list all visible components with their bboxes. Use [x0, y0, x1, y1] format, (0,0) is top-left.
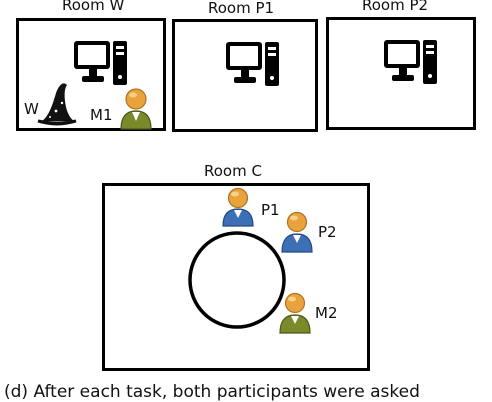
m2-label: M2: [315, 304, 338, 322]
computer-icon: [384, 40, 437, 84]
person-icon: [279, 292, 311, 334]
p1-label: P1: [261, 201, 280, 219]
room-w: W M1: [16, 18, 166, 131]
figure-caption: (d) After each task, both participants w…: [4, 382, 420, 402]
person-icon: [120, 88, 152, 130]
room-w-label: Room W: [62, 0, 125, 14]
room-p1-label: Room P1: [208, 0, 275, 17]
wizard-hat-icon: [37, 83, 77, 126]
table-icon: [188, 231, 286, 329]
computer-icon: [226, 42, 279, 86]
room-c-label: Room C: [204, 162, 262, 180]
computer-icon: [74, 41, 127, 85]
p2-label: P2: [318, 223, 337, 241]
person-icon: [222, 187, 254, 227]
m1-label: M1: [90, 106, 113, 124]
room-p2: [326, 17, 476, 130]
room-p1: [172, 19, 318, 132]
person-icon: [281, 211, 313, 253]
room-p2-label: Room P2: [362, 0, 429, 14]
room-c: P1 P2 M2: [102, 183, 370, 371]
wizard-label: W: [24, 100, 39, 118]
